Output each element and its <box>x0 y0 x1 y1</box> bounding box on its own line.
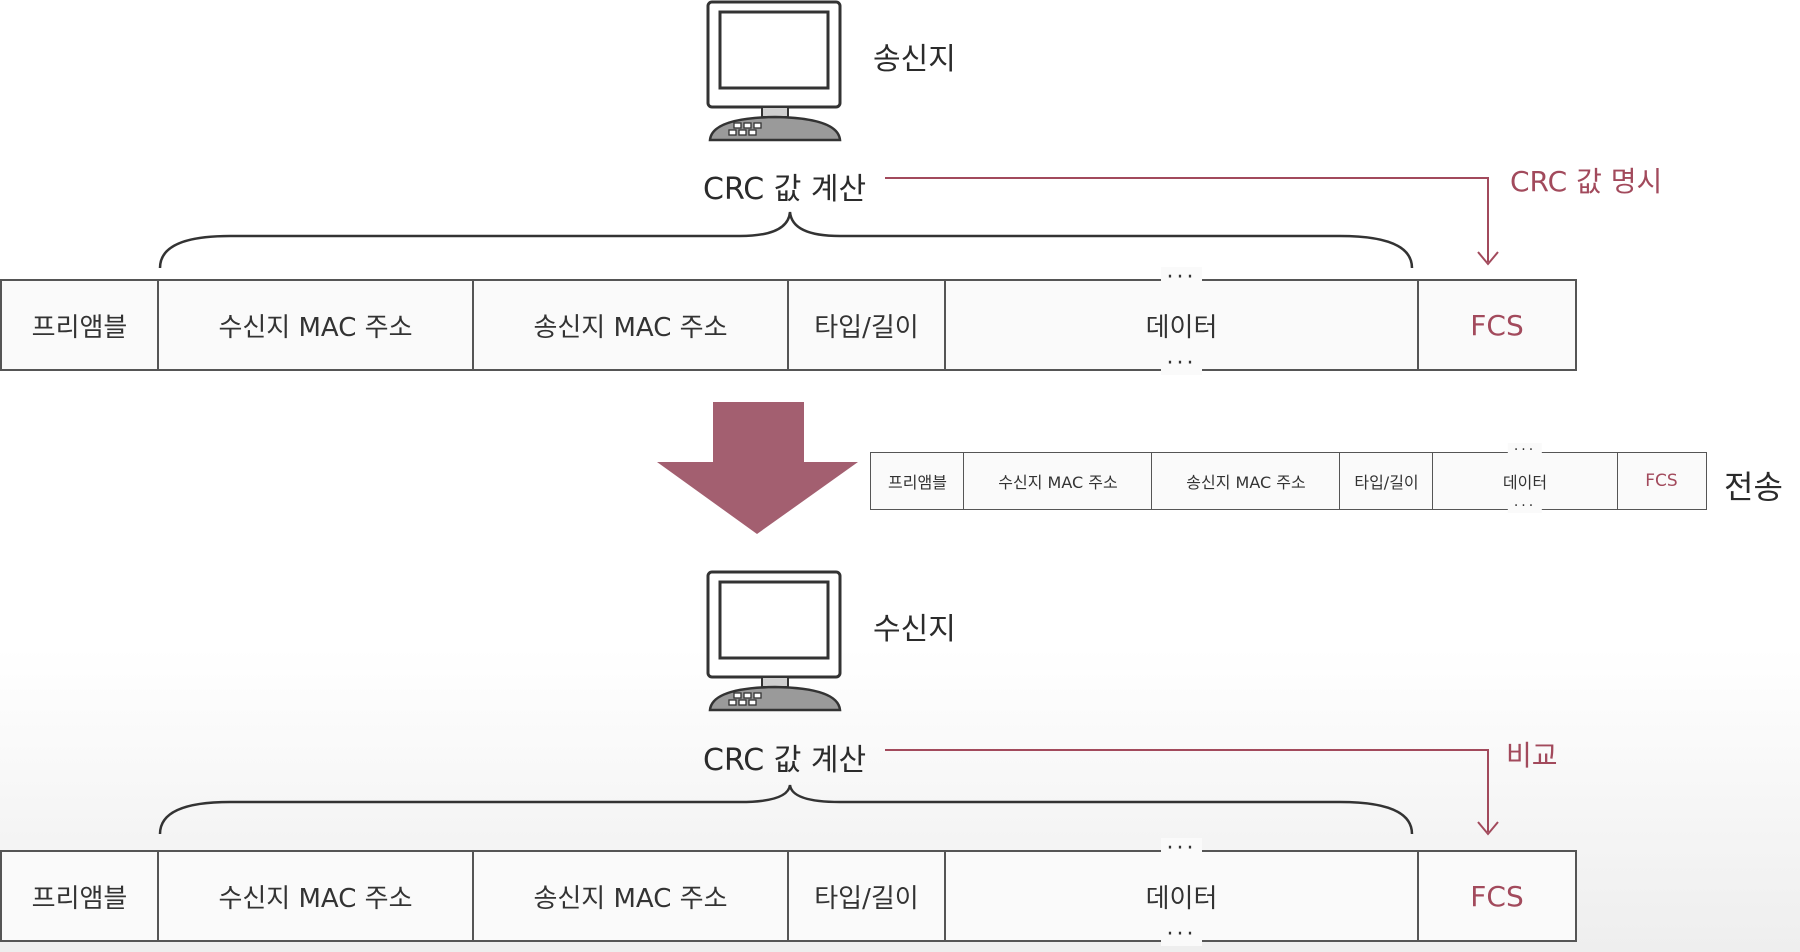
receiver-frame-fcs: FCS <box>1417 850 1577 942</box>
receiver-frame-type-length: 타입/길이 <box>787 850 946 942</box>
receiver-computer-icon <box>706 570 842 712</box>
sender-label: 송신지 <box>873 42 956 77</box>
receiver-frame-data: 데이터 <box>1145 883 1218 914</box>
receiver-frame-dest-mac: 수신지 MAC 주소 <box>157 850 474 942</box>
sender-frame-data: 데이터 <box>1145 312 1218 343</box>
receiver-crc-label: CRC 값 계산 <box>703 743 867 778</box>
transmission-label: 전송 <box>1724 468 1783 506</box>
transmission-frame-data-dots-bottom: ··· <box>1507 499 1543 513</box>
transmission-frame-preamble: 프리앰블 <box>870 452 965 510</box>
sender-crc-label: CRC 값 계산 <box>703 172 867 207</box>
sender-frame: 프리앰블 수신지 MAC 주소 송신지 MAC 주소 타입/길이 ··· 데이터… <box>0 267 1577 375</box>
sender-frame-fcs: FCS <box>1417 279 1577 371</box>
sender-frame-preamble: 프리앰블 <box>0 279 159 371</box>
receiver-compare-annotation: 비교 <box>1506 739 1558 772</box>
sender-crc-annotation: CRC 값 명시 <box>1510 165 1663 198</box>
sender-frame-src-mac: 송신지 MAC 주소 <box>472 279 789 371</box>
receiver-frame-data-cell: ··· 데이터 ··· <box>944 838 1419 946</box>
sender-frame-data-dots-top: ··· <box>1160 267 1203 289</box>
transmission-frame-data: 데이터 <box>1502 473 1548 492</box>
transmission-frame-src-mac: 송신지 MAC 주소 <box>1151 452 1341 510</box>
receiver-frame-preamble: 프리앰블 <box>0 850 159 942</box>
transmission-frame: 프리앰블 수신지 MAC 주소 송신지 MAC 주소 타입/길이 ··· 데이터… <box>870 443 1707 513</box>
transmission-frame-data-cell: ··· 데이터 ··· <box>1432 443 1618 513</box>
sender-frame-type-length: 타입/길이 <box>787 279 946 371</box>
sender-computer-icon <box>706 0 842 142</box>
transmission-frame-type-length: 타입/길이 <box>1339 452 1434 510</box>
receiver-frame-data-dots-bottom: ··· <box>1160 924 1203 946</box>
receiver-frame-src-mac: 송신지 MAC 주소 <box>472 850 789 942</box>
sender-frame-data-dots-bottom: ··· <box>1160 353 1203 375</box>
sender-frame-data-cell: ··· 데이터 ··· <box>944 267 1419 375</box>
down-arrow-icon <box>657 402 858 534</box>
receiver-label: 수신지 <box>873 612 956 647</box>
transmission-frame-data-dots-top: ··· <box>1507 443 1543 457</box>
receiver-frame-data-dots-top: ··· <box>1160 838 1203 860</box>
sender-frame-dest-mac: 수신지 MAC 주소 <box>157 279 474 371</box>
receiver-frame: 프리앰블 수신지 MAC 주소 송신지 MAC 주소 타입/길이 ··· 데이터… <box>0 838 1577 946</box>
transmission-frame-dest-mac: 수신지 MAC 주소 <box>963 452 1153 510</box>
transmission-frame-fcs: FCS <box>1616 452 1707 510</box>
